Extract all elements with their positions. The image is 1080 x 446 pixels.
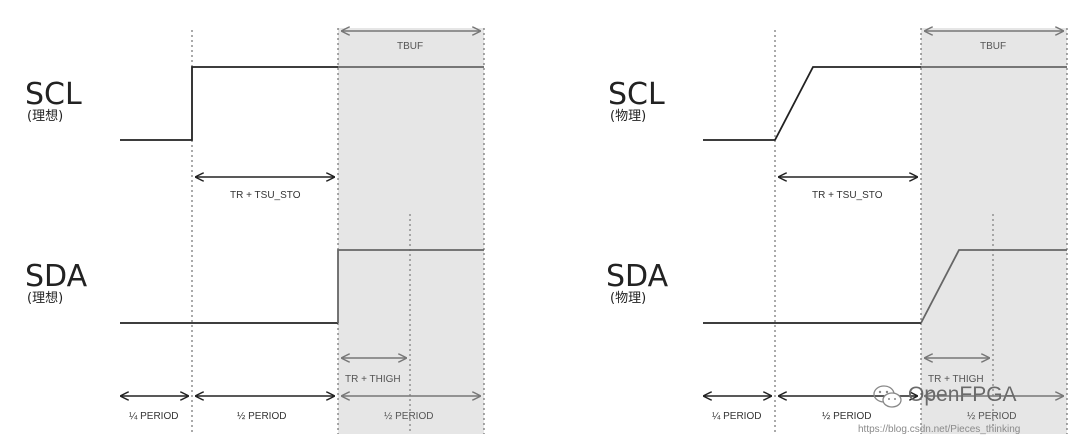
quarter-period-label: ¼ PERIOD xyxy=(712,411,762,422)
half-period-label-2: ½ PERIOD xyxy=(384,411,434,422)
scl-label: SCL xyxy=(25,77,82,112)
scl-waveform xyxy=(703,66,921,141)
sda-waveform-shaded xyxy=(337,249,484,323)
sda-sublabel: (理想) xyxy=(27,291,64,306)
scl-waveform xyxy=(120,66,338,141)
half-period-label-1: ½ PERIOD xyxy=(237,411,287,422)
scl-sublabel: (物理) xyxy=(610,109,647,124)
sda-waveform-shaded xyxy=(920,249,1067,324)
tbuf-shade xyxy=(921,28,1067,434)
sda-sublabel: (物理) xyxy=(610,291,647,306)
panel-physical xyxy=(703,28,1068,434)
tbuf-shade xyxy=(338,28,484,434)
quarter-period-label: ¼ PERIOD xyxy=(129,411,179,422)
sda-label: SDA xyxy=(25,259,88,294)
tbuf-label: TBUF xyxy=(397,41,424,52)
tr-tsu-sto-label: TR + TSU_STO xyxy=(812,190,883,201)
watermark-brand: OpenFPGA xyxy=(908,383,1017,406)
half-period-label-2: ½ PERIOD xyxy=(967,411,1017,422)
tr-thigh-label: TR + THIGH xyxy=(928,374,984,385)
wechat-icon xyxy=(873,385,902,408)
panel-ideal xyxy=(120,28,485,434)
tr-thigh-label: TR + THIGH xyxy=(345,374,401,385)
tr-tsu-sto-label: TR + TSU_STO xyxy=(230,190,301,201)
scl-sublabel: (理想) xyxy=(27,109,64,124)
watermark-url: https://blog.csdn.net/Pieces_thinking xyxy=(858,424,1021,435)
tbuf-label: TBUF xyxy=(980,41,1007,52)
scl-label: SCL xyxy=(608,77,665,112)
sda-label: SDA xyxy=(606,259,669,294)
half-period-label-1: ½ PERIOD xyxy=(822,411,872,422)
